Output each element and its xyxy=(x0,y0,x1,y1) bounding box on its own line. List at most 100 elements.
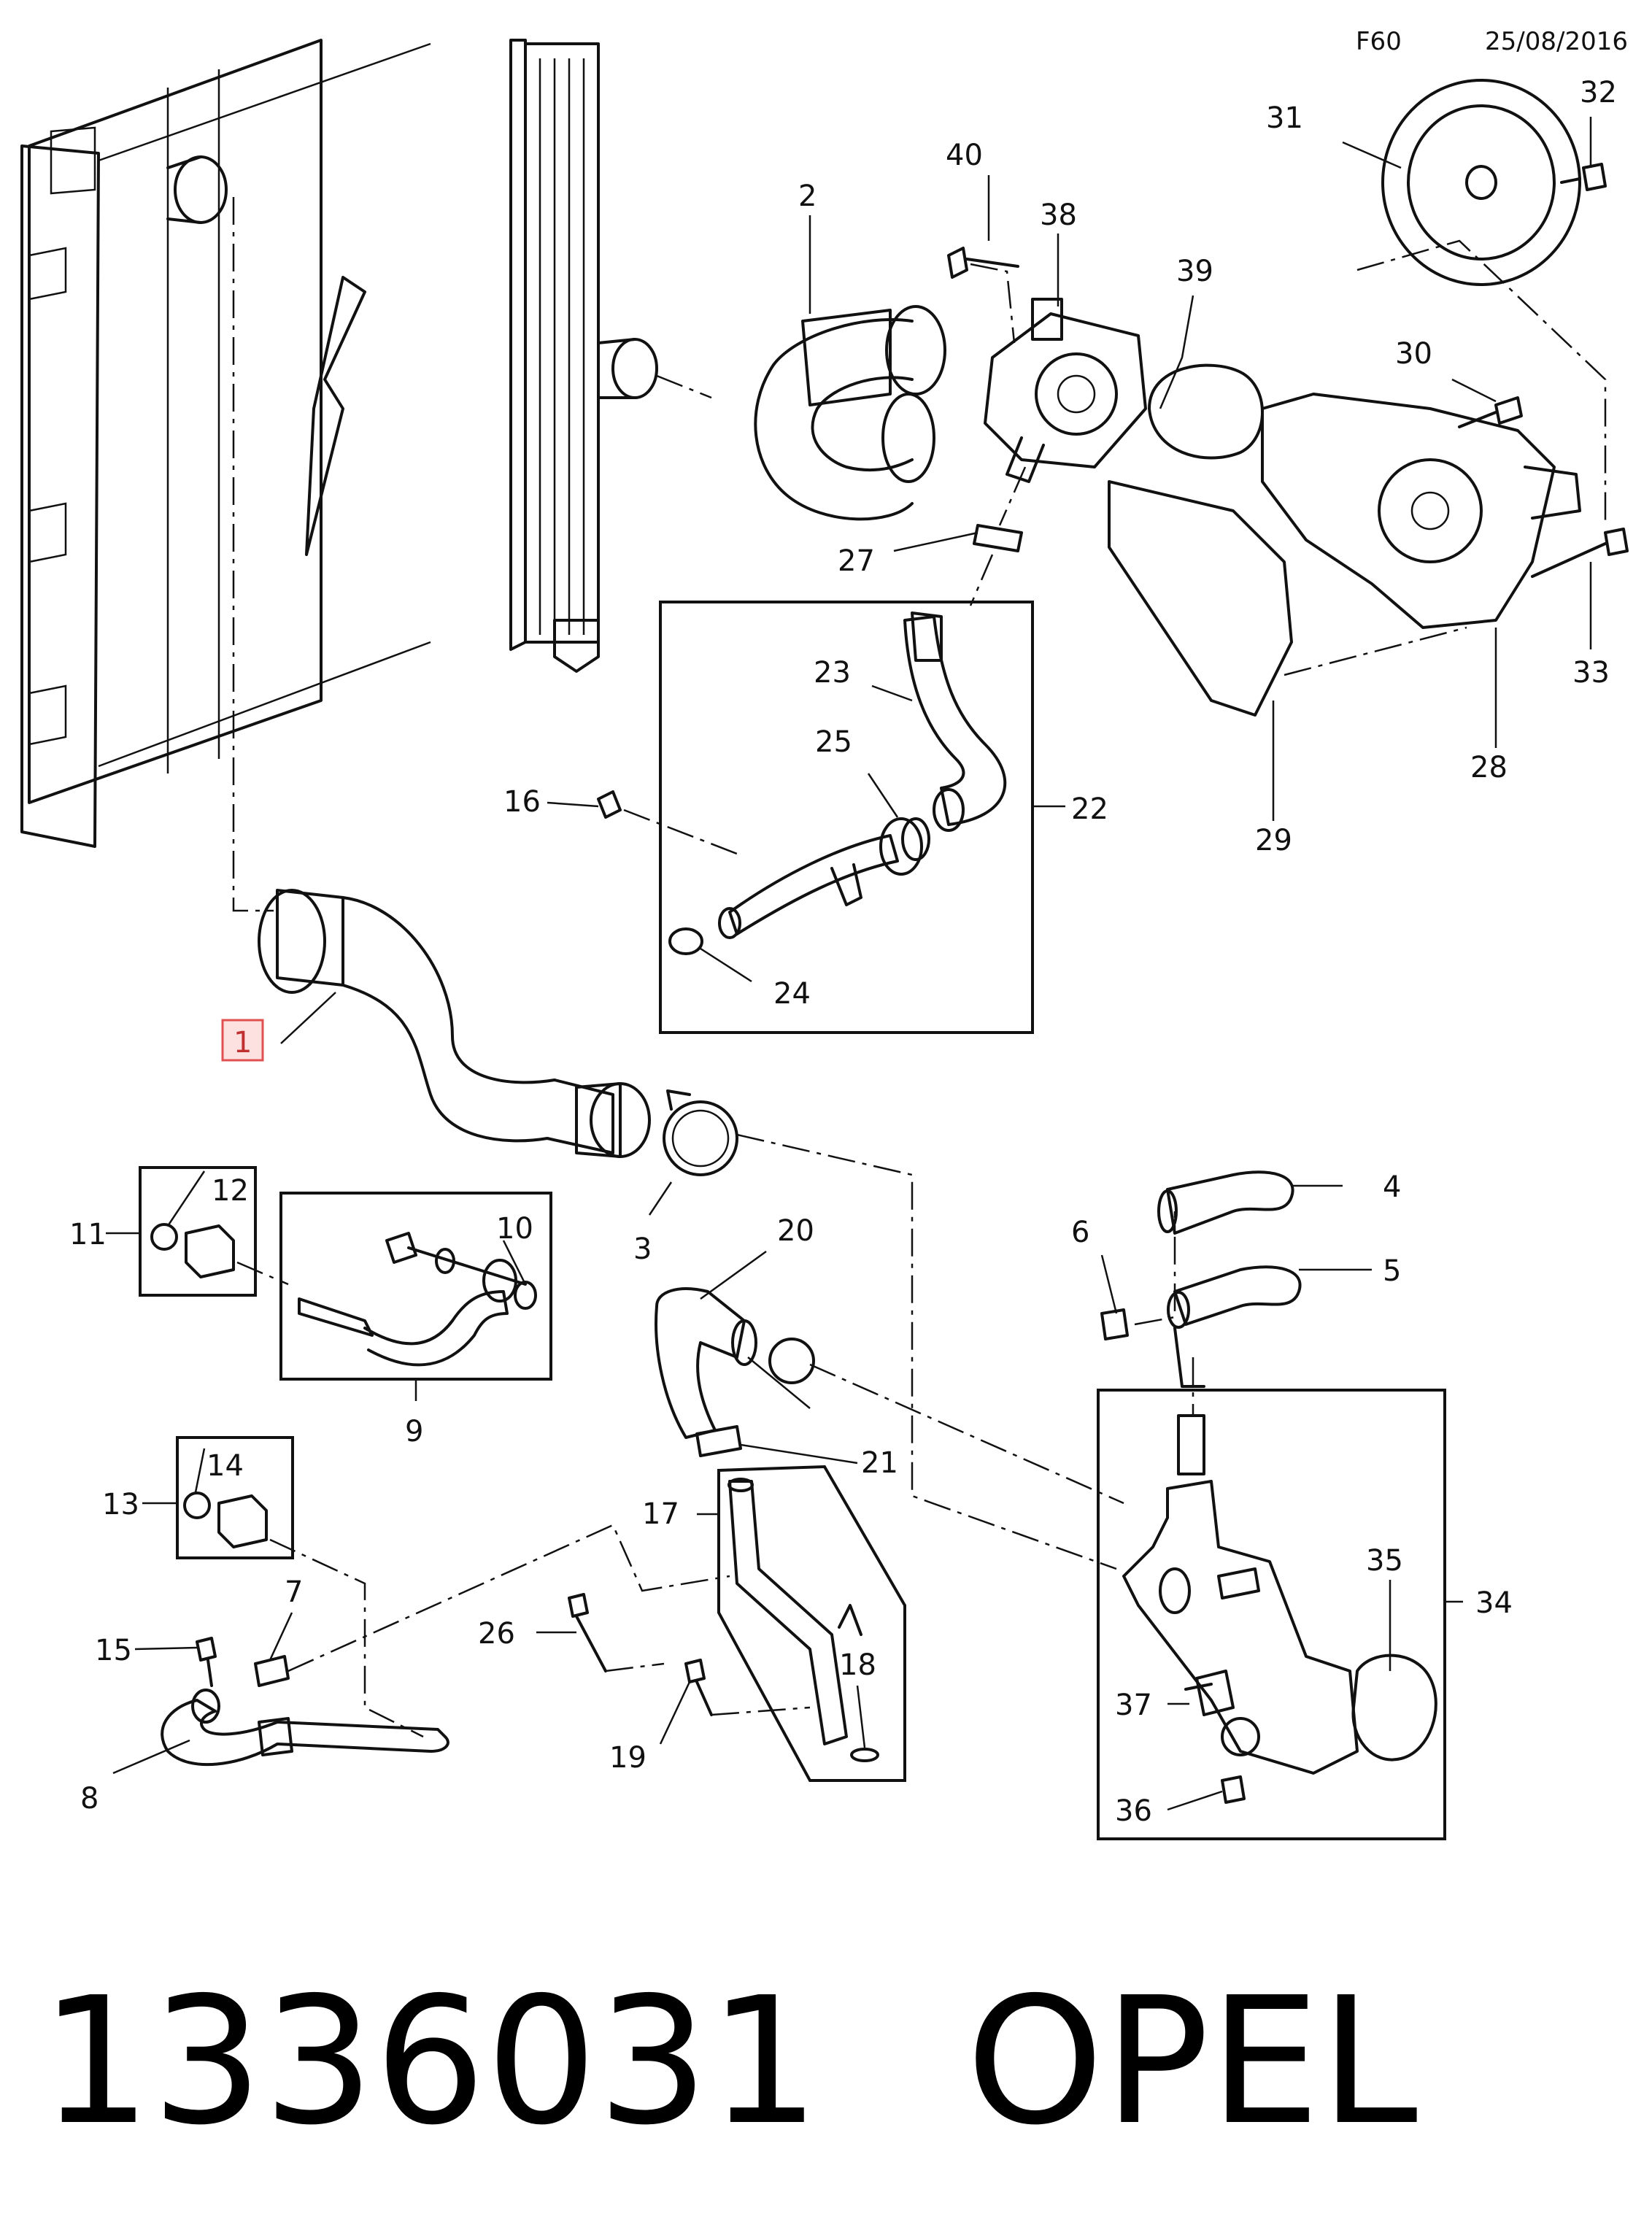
bolt-19 xyxy=(684,1659,713,1716)
callout-10[interactable]: 10 xyxy=(496,1212,533,1246)
gasket-39 xyxy=(1148,363,1264,460)
callout-6[interactable]: 6 xyxy=(1071,1216,1089,1249)
callout-19[interactable]: 19 xyxy=(609,1741,646,1775)
hose-2 xyxy=(754,305,946,521)
pulley xyxy=(1381,79,1581,286)
callout-31[interactable]: 31 xyxy=(1266,101,1303,135)
water-pump xyxy=(1261,393,1581,629)
callout-14[interactable]: 14 xyxy=(206,1449,244,1483)
callout-1[interactable]: 1 xyxy=(233,1026,252,1060)
callout-9[interactable]: 9 xyxy=(405,1415,423,1448)
callout-2[interactable]: 2 xyxy=(798,180,817,213)
callout-26[interactable]: 26 xyxy=(478,1617,515,1651)
flow-line-sensor12 xyxy=(236,1261,289,1286)
callout-1-highlight[interactable]: 1 xyxy=(221,1019,264,1062)
callout-11[interactable]: 11 xyxy=(69,1218,107,1251)
clip-7 xyxy=(254,1655,290,1687)
callout-13[interactable]: 13 xyxy=(102,1488,139,1521)
callout-15[interactable]: 15 xyxy=(95,1634,132,1667)
callout-21[interactable]: 21 xyxy=(861,1446,898,1480)
gasket-35 xyxy=(1351,1654,1437,1762)
callout-25[interactable]: 25 xyxy=(815,725,852,759)
flow-line-clip6 xyxy=(1134,1211,1176,1326)
callout-40[interactable]: 40 xyxy=(946,139,983,172)
kit-frame-34 xyxy=(1097,1389,1446,1840)
callout-33[interactable]: 33 xyxy=(1572,656,1610,690)
thermostat-housing xyxy=(984,298,1147,483)
leader-lines xyxy=(106,117,1592,1811)
sensor-12 xyxy=(185,1224,235,1278)
flow-line-radiator-to-hose2 xyxy=(656,374,712,399)
kit-frame-14 xyxy=(176,1436,294,1559)
callout-36[interactable]: 36 xyxy=(1115,1794,1152,1828)
hose-8 xyxy=(161,1689,449,1767)
callout-38[interactable]: 38 xyxy=(1040,198,1077,232)
callout-18[interactable]: 18 xyxy=(839,1648,876,1682)
callout-34[interactable]: 34 xyxy=(1475,1586,1513,1620)
clamp-3 xyxy=(663,1089,738,1176)
clip-21 xyxy=(695,1425,742,1457)
pipe-9 xyxy=(298,1232,537,1367)
part-number: 1336031 xyxy=(40,1959,820,2164)
kit-frame-17 xyxy=(717,1465,906,1782)
callout-29[interactable]: 29 xyxy=(1255,824,1292,857)
clip-37 xyxy=(1184,1683,1213,1691)
callout-24[interactable]: 24 xyxy=(773,977,811,1011)
bolt-33 xyxy=(1531,528,1629,578)
sensor-14 xyxy=(217,1494,268,1548)
bolt-36 xyxy=(1221,1775,1246,1804)
callout-20[interactable]: 20 xyxy=(777,1214,814,1248)
callout-37[interactable]: 37 xyxy=(1115,1689,1152,1722)
callout-5[interactable]: 5 xyxy=(1383,1254,1401,1288)
flow-line-nut16 xyxy=(623,809,738,855)
flow-line-hose20 xyxy=(809,1363,1124,1505)
callout-7[interactable]: 7 xyxy=(285,1575,303,1609)
callout-27[interactable]: 27 xyxy=(838,544,875,578)
callout-17[interactable]: 17 xyxy=(642,1497,679,1531)
callout-3[interactable]: 3 xyxy=(633,1232,652,1266)
flow-line-clip27 xyxy=(969,466,1027,606)
callout-23[interactable]: 23 xyxy=(814,656,851,690)
hose-23 xyxy=(903,611,1007,832)
flow-line-gasket29 xyxy=(1284,626,1467,676)
nut-16 xyxy=(597,790,622,819)
bolt-40 xyxy=(947,247,1019,279)
bolt-26 xyxy=(568,1593,607,1672)
diagram-date: 25/08/2016 xyxy=(1485,27,1628,56)
clip-27 xyxy=(973,524,1023,552)
o-ring-14 xyxy=(183,1492,211,1519)
flow-line-pulley xyxy=(1356,239,1607,525)
callout-22[interactable]: 22 xyxy=(1071,792,1108,826)
callouts: 2 40 38 39 31 32 30 33 28 29 27 23 25 22… xyxy=(69,76,1617,1828)
o-ring-12 xyxy=(150,1223,178,1251)
diagram-code: F60 xyxy=(1356,27,1402,56)
callout-16[interactable]: 16 xyxy=(503,785,541,819)
o-ring-18 xyxy=(850,1748,879,1762)
flow-line-hose1 xyxy=(736,1133,1117,1570)
callout-8[interactable]: 8 xyxy=(80,1782,99,1816)
radiator xyxy=(20,39,658,848)
bolt-30 xyxy=(1458,396,1523,428)
gasket-29 xyxy=(1108,480,1293,717)
bolt-15 xyxy=(196,1637,217,1687)
callout-39[interactable]: 39 xyxy=(1176,255,1213,288)
clip-6 xyxy=(1100,1308,1129,1340)
pipe-17 xyxy=(727,1478,862,1745)
coolant-flange-34 xyxy=(1122,1414,1359,1775)
o-ring-24 xyxy=(668,927,703,955)
brand-name: OPEL xyxy=(965,1959,1418,2164)
callout-12[interactable]: 12 xyxy=(212,1174,249,1208)
hose-5 xyxy=(1167,1265,1302,1388)
callout-4[interactable]: 4 xyxy=(1383,1170,1401,1204)
callout-32[interactable]: 32 xyxy=(1580,76,1617,109)
flow-line-clip7 xyxy=(287,1524,730,1672)
callout-35[interactable]: 35 xyxy=(1366,1544,1403,1578)
flow-line-radiator-to-hose1 xyxy=(232,197,274,912)
hose-20 xyxy=(655,1287,815,1439)
pipe-assembly-kit22 xyxy=(718,817,930,939)
callout-28[interactable]: 28 xyxy=(1470,751,1508,784)
callout-30[interactable]: 30 xyxy=(1395,337,1432,371)
kit-frame-12 xyxy=(139,1166,257,1297)
